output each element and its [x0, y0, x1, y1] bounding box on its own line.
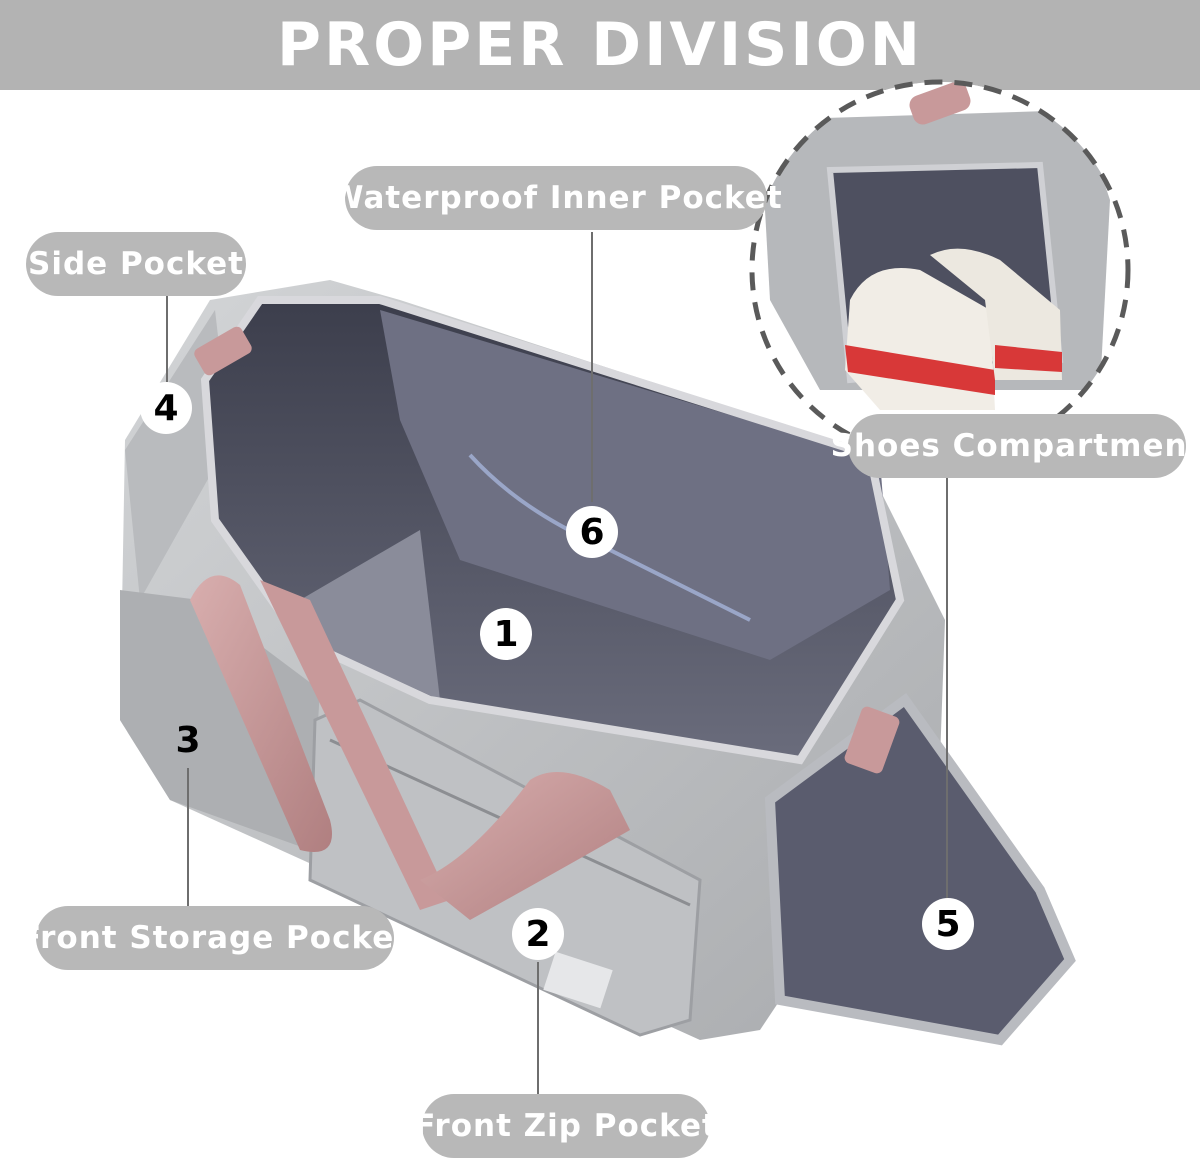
marker-1: 1 [480, 608, 532, 660]
marker-4: 4 [140, 382, 192, 434]
label-shoes-compartment: Shoes Compartment [831, 414, 1200, 478]
label-side-pocket: Side Pocket [26, 232, 246, 296]
label-text: Front Storage Pocket [19, 920, 411, 956]
duffel-bag [120, 280, 1076, 1046]
page-title: PROPER DIVISION [277, 10, 923, 80]
marker-3: 3 [175, 719, 201, 761]
label-text: Front Zip Pocket [414, 1108, 718, 1144]
header-banner: PROPER DIVISION [0, 0, 1200, 90]
label-text: Side Pocket [28, 246, 244, 282]
leader-line-front-zip [537, 962, 539, 1120]
marker-2: 2 [512, 908, 564, 960]
leader-line-front-storage [187, 768, 189, 906]
label-text: Waterproof Inner Pocket [329, 180, 783, 216]
label-front-zip-pocket: Front Zip Pocket [414, 1094, 717, 1158]
label-waterproof-inner-pocket: Waterproof Inner Pocket [329, 166, 782, 230]
leader-line-side-pocket [166, 296, 168, 382]
label-text: Shoes Compartment [830, 428, 1200, 464]
leader-line-waterproof [591, 232, 593, 502]
marker-6: 6 [566, 506, 618, 558]
marker-5: 5 [922, 898, 974, 950]
label-front-storage-pocket: Front Storage Pocket [20, 906, 409, 970]
leader-line-shoes [946, 478, 948, 898]
shoes-compartment-inset [749, 79, 1131, 461]
